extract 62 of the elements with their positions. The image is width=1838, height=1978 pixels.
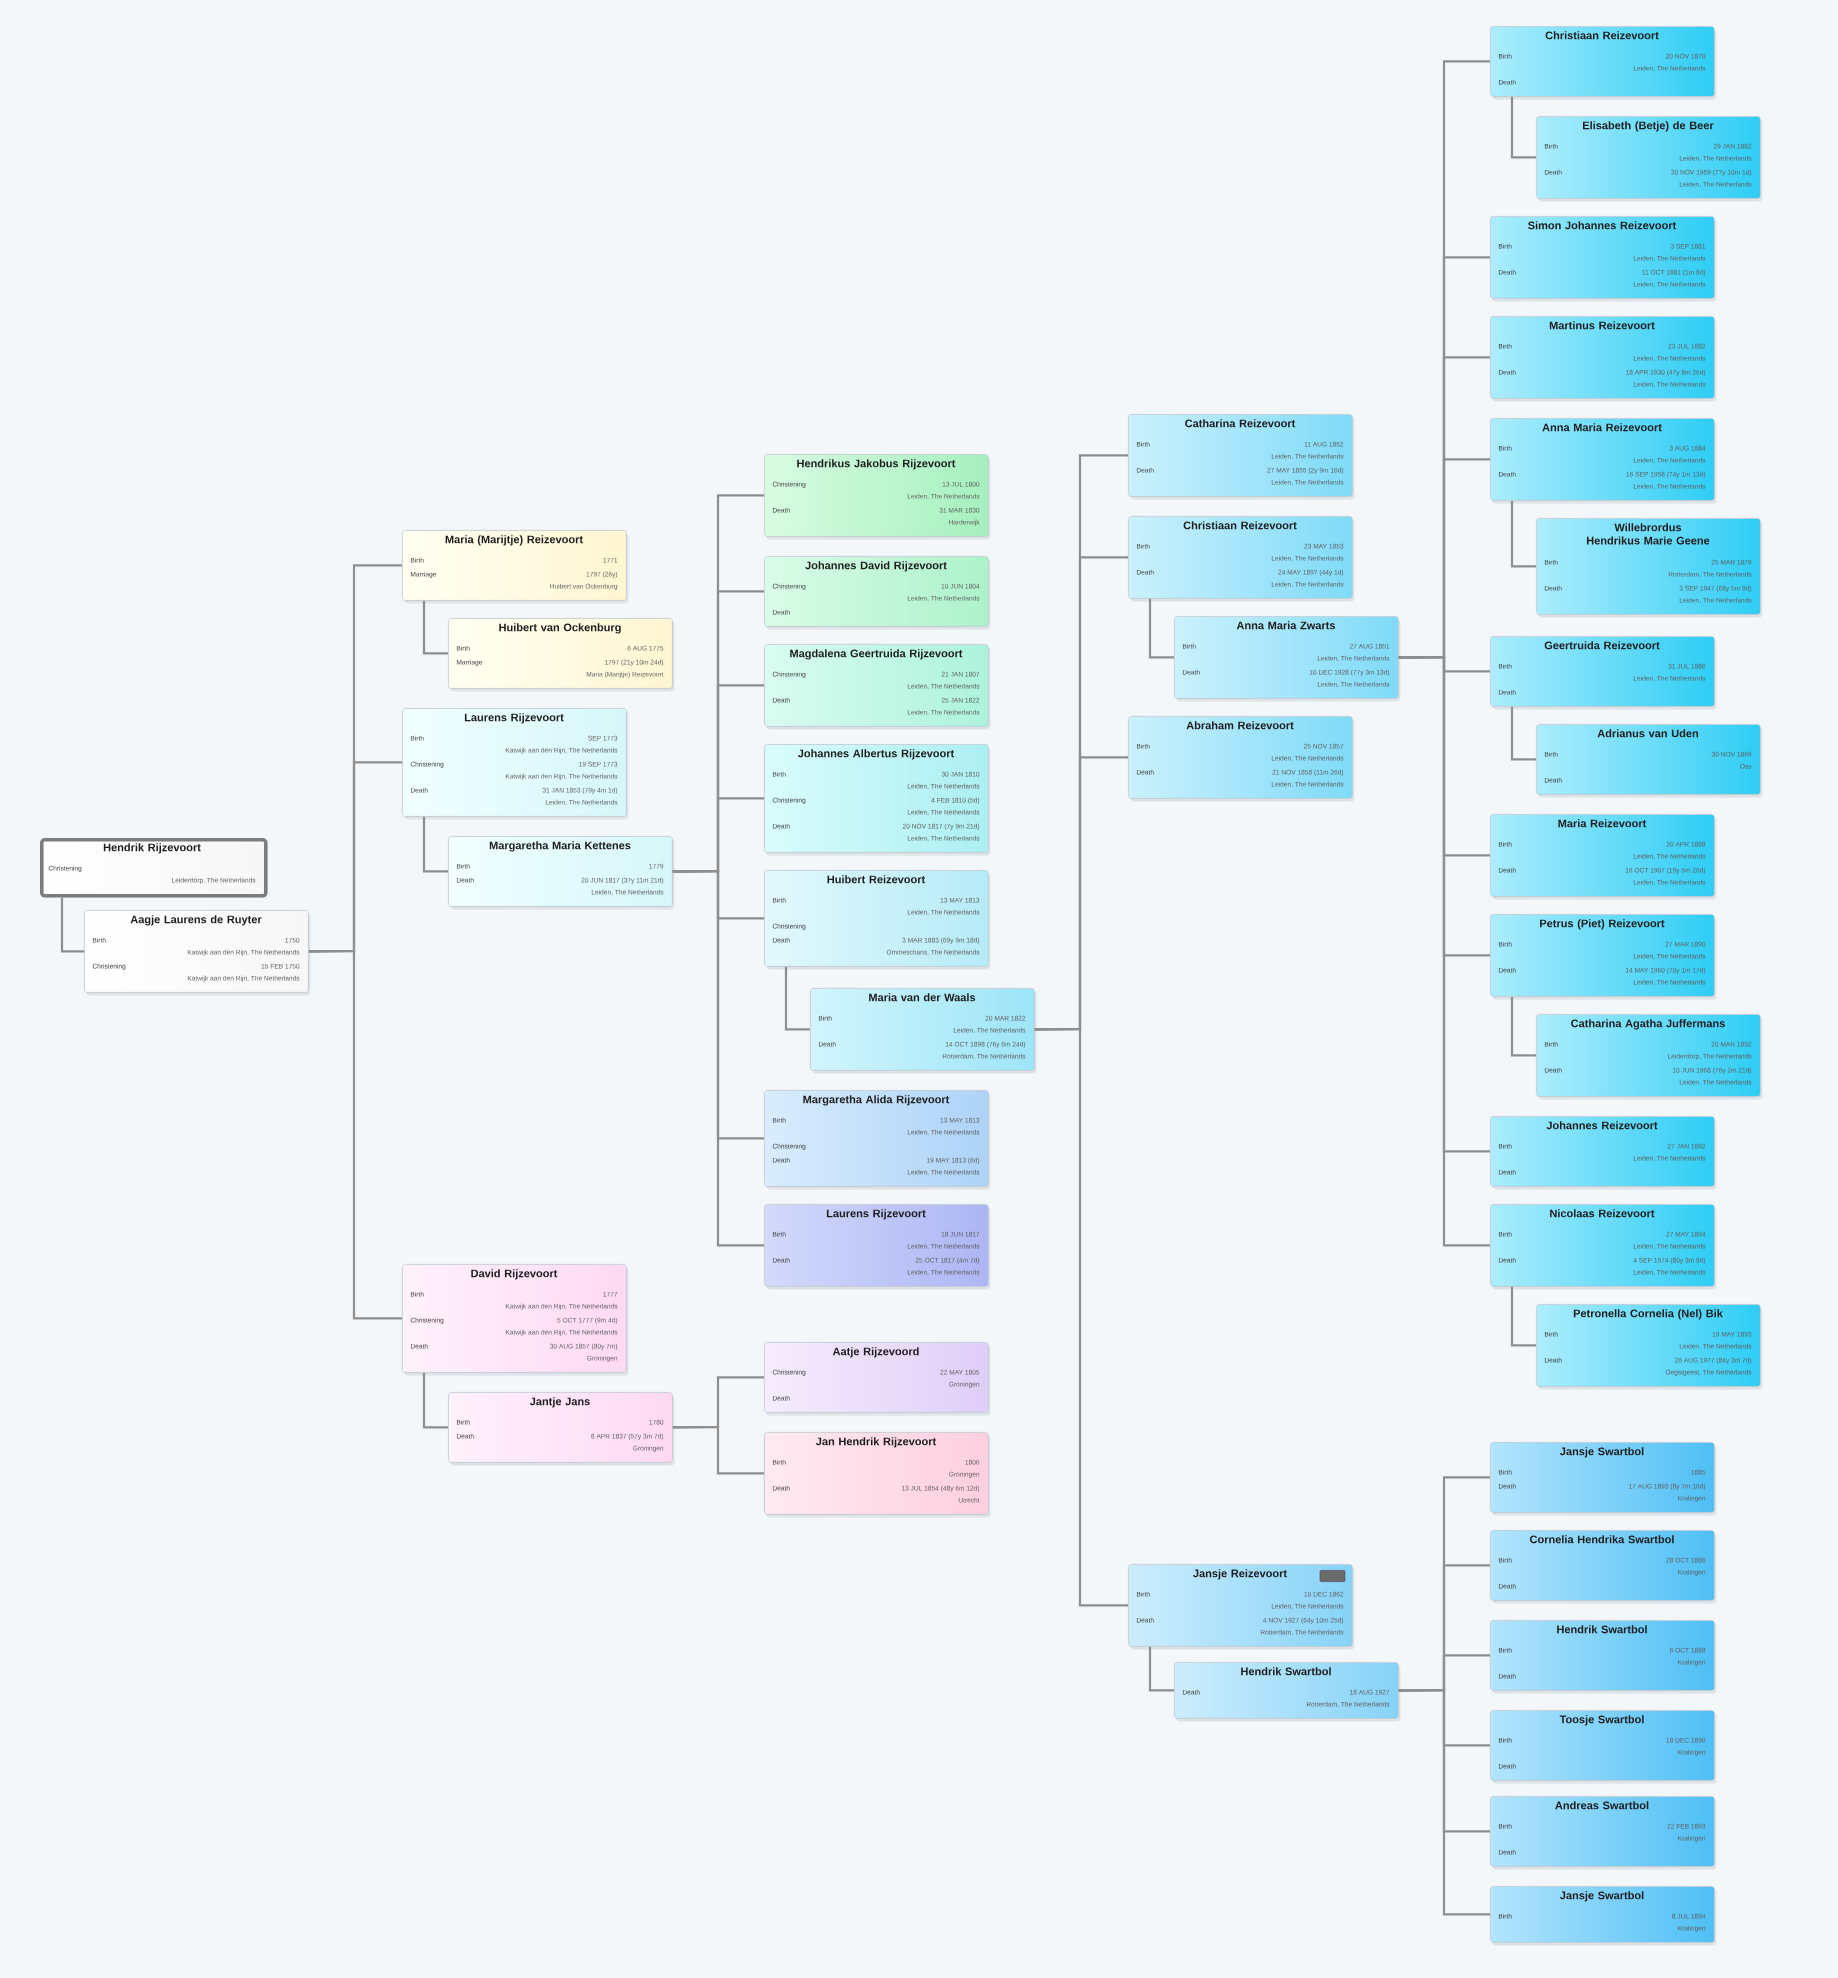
person-card <box>764 1342 991 1416</box>
person-card <box>402 1264 629 1376</box>
person-card <box>1174 1662 1401 1722</box>
connector-line <box>422 600 448 655</box>
person-card <box>1536 1304 1763 1390</box>
person-card <box>1490 1530 1717 1604</box>
person-card <box>448 618 675 692</box>
connector-line <box>1398 655 1490 1247</box>
connector-line <box>1510 996 1536 1057</box>
person-card <box>810 988 1037 1074</box>
person-card <box>764 744 991 856</box>
connector-line <box>672 1425 764 1475</box>
person-card <box>1490 1442 1717 1516</box>
person-card <box>1490 1886 1717 1946</box>
person-card <box>764 1204 991 1290</box>
connector-line <box>308 949 402 1320</box>
person-card <box>1536 724 1763 798</box>
connector-line <box>1148 598 1174 659</box>
person-card <box>40 838 268 898</box>
connector-line <box>672 869 764 1247</box>
person-card <box>1128 516 1355 602</box>
person-card <box>1490 1796 1717 1870</box>
person-card <box>448 836 675 910</box>
connector-line <box>422 816 448 873</box>
person-card <box>1128 1564 1355 1650</box>
person-card <box>1490 316 1717 402</box>
connector-line <box>1148 1646 1174 1692</box>
person-card <box>1490 1710 1717 1784</box>
person-card <box>764 1090 991 1190</box>
connector-line <box>1510 500 1536 568</box>
person-card <box>402 708 629 820</box>
person-card <box>448 1392 675 1466</box>
person-card <box>1490 1204 1717 1290</box>
connector-line <box>1034 1027 1128 1607</box>
person-card <box>1128 414 1355 500</box>
person-card <box>1128 716 1355 802</box>
connector-line <box>1398 1688 1490 1916</box>
person-card <box>1536 518 1763 618</box>
person-card <box>1490 418 1717 504</box>
connector-line <box>1510 706 1536 761</box>
person-card <box>764 870 991 970</box>
person-card <box>1174 616 1401 702</box>
person-card <box>1536 116 1763 202</box>
person-card <box>764 644 991 730</box>
connector-line <box>60 897 84 953</box>
person-card <box>1490 914 1717 1000</box>
person-card <box>1490 216 1717 302</box>
person-card <box>1490 1620 1717 1694</box>
person-card <box>1490 1116 1717 1190</box>
person-card <box>402 530 629 604</box>
person-card <box>1490 636 1717 710</box>
person-card <box>84 910 311 996</box>
person-card <box>1490 814 1717 900</box>
connector-line <box>422 1372 448 1429</box>
person-card <box>764 454 991 540</box>
connector-line <box>784 966 810 1031</box>
connector-line <box>1510 96 1536 159</box>
person-card <box>1490 26 1717 100</box>
connector-line <box>1510 1286 1536 1347</box>
person-card <box>1536 1014 1763 1100</box>
person-card <box>764 1432 991 1518</box>
person-card <box>764 556 991 630</box>
